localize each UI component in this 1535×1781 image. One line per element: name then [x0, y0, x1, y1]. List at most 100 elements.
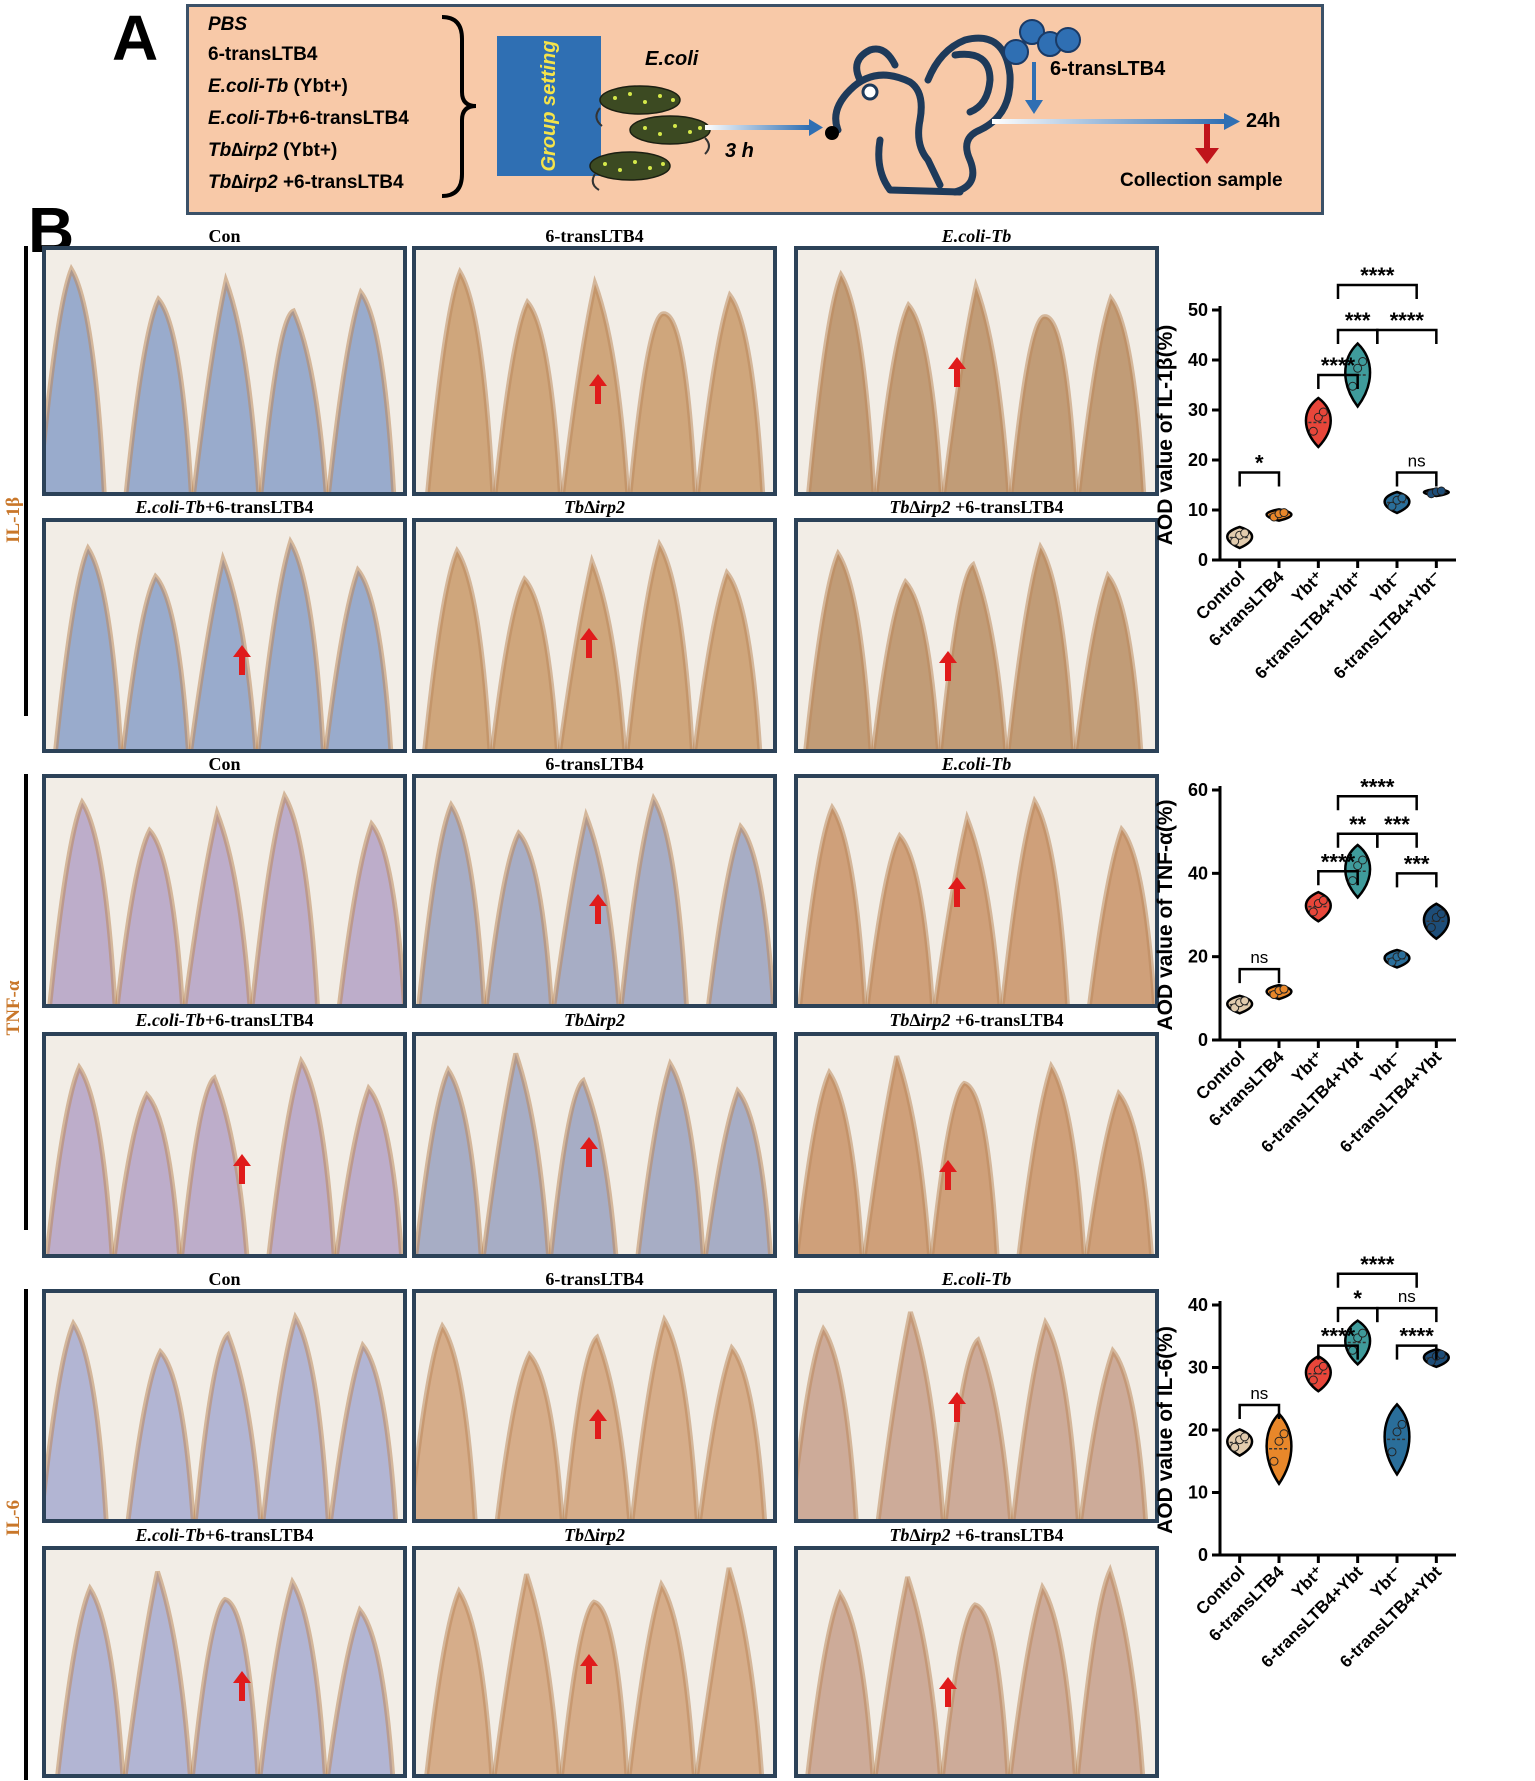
significance-label: ****	[1360, 1252, 1395, 1277]
micrograph-title: Tb∆irp2	[563, 1525, 626, 1545]
data-point	[1240, 1432, 1250, 1442]
significance-label: ****	[1321, 849, 1356, 874]
significance-label: *	[1255, 451, 1264, 476]
y-tick-label: 20	[1188, 450, 1208, 470]
stain-label: IL-1β	[3, 497, 24, 543]
mouse-icon	[825, 34, 1014, 196]
micrograph-image	[42, 774, 407, 1008]
significance-bracket	[1376, 328, 1438, 344]
micrograph-title: Tb∆irp2 +6-transLTB4	[889, 1010, 1064, 1030]
data-point	[1230, 536, 1240, 546]
stain-group-bar	[24, 774, 28, 1230]
data-point	[1269, 1456, 1279, 1466]
micrograph-title: Con	[208, 1269, 241, 1289]
data-point	[1387, 501, 1397, 511]
micrograph-title: 6-transLTB4	[545, 1269, 644, 1289]
y-tick-label: 50	[1188, 300, 1208, 320]
red-arrow-icon	[580, 1654, 598, 1684]
micrograph-title: Con	[208, 226, 241, 246]
y-tick-label: 30	[1188, 1358, 1208, 1378]
significance-label: ns	[1250, 1384, 1268, 1403]
group-setting-box: Group setting	[497, 36, 601, 176]
significance-label: ***	[1345, 308, 1371, 333]
data-point	[1436, 486, 1446, 496]
data-point	[1348, 876, 1358, 886]
collection-arrow-icon	[1195, 124, 1219, 164]
data-point	[1358, 1328, 1368, 1338]
experimental-design-box	[186, 4, 1324, 215]
micrograph-image	[42, 246, 407, 496]
significance-label: *	[1353, 1286, 1362, 1311]
stain-label: IL-6	[3, 1500, 24, 1536]
y-axis-label: AOD value of IL-6(%)	[1154, 1326, 1177, 1534]
data-point	[1358, 357, 1368, 366]
significance-bracket	[1317, 1344, 1359, 1360]
arrow-3h	[705, 119, 823, 136]
red-arrow-icon	[948, 357, 966, 387]
data-point	[1353, 363, 1363, 373]
micrograph-title: E.coli-Tb+6-transLTB4	[135, 497, 314, 517]
data-point	[1392, 1427, 1402, 1437]
data-point	[1358, 855, 1368, 865]
y-tick-label: 40	[1188, 1295, 1208, 1315]
y-tick-label: 0	[1198, 1545, 1208, 1565]
stain-group-bar	[24, 1289, 28, 1780]
micrograph-title: Con	[208, 754, 241, 774]
significance-bracket	[1376, 832, 1418, 848]
drug-down-arrow	[1025, 62, 1043, 114]
significance-bracket	[1395, 1344, 1438, 1360]
y-tick-label: 20	[1188, 1420, 1208, 1440]
data-point	[1308, 1375, 1318, 1385]
significance-label: ****	[1360, 774, 1395, 799]
micrograph-title: E.coli-Tb	[941, 226, 1012, 246]
significance-bracket	[1336, 283, 1418, 299]
y-tick-label: 30	[1188, 400, 1208, 420]
y-tick-label: 0	[1198, 1030, 1208, 1050]
micrograph-image	[42, 1546, 407, 1778]
data-point	[1240, 528, 1250, 538]
data-point	[1308, 426, 1318, 436]
micrograph-title: E.coli-Tb+6-transLTB4	[135, 1525, 314, 1545]
micrograph-image	[794, 1032, 1159, 1258]
timeline-arrow	[992, 113, 1240, 130]
data-point	[1318, 407, 1328, 417]
micrograph-image	[794, 1546, 1159, 1778]
group-item: Tb∆irp2 (Ybt+)	[208, 140, 338, 161]
y-axis-label: AOD value of TNF-α(%)	[1154, 799, 1177, 1030]
significance-bracket	[1317, 870, 1359, 886]
time-label: 3 h	[725, 140, 754, 162]
micrograph-title: 6-transLTB4	[545, 754, 644, 774]
significance-label: ****	[1321, 353, 1356, 378]
significance-label: **	[1349, 812, 1367, 837]
significance-bracket	[1336, 1272, 1418, 1288]
significance-bracket	[1317, 373, 1359, 389]
red-arrow-icon	[589, 374, 607, 404]
collection-label: Collection sample	[1120, 170, 1283, 191]
data-point	[1353, 861, 1363, 871]
data-point	[1318, 1361, 1328, 1371]
significance-label: ns	[1408, 452, 1426, 471]
micrograph-image	[412, 1289, 777, 1523]
y-tick-label: 20	[1188, 947, 1208, 967]
micrograph-title: E.coli-Tb	[941, 1269, 1012, 1289]
y-tick-label: 40	[1188, 863, 1208, 883]
significance-bracket	[1336, 795, 1418, 811]
data-point	[1279, 984, 1289, 994]
y-tick-label: 40	[1188, 350, 1208, 370]
significance-label: ****	[1390, 308, 1425, 333]
data-point	[1426, 923, 1436, 932]
data-point	[1308, 907, 1318, 917]
y-axis-label: AOD value of IL-1β(%)	[1154, 325, 1177, 546]
data-point	[1397, 950, 1407, 960]
micrograph-image	[794, 1289, 1159, 1523]
red-arrow-icon	[589, 894, 607, 924]
stain-label: TNF-α	[3, 980, 24, 1036]
group-item: PBS	[208, 14, 248, 35]
injection-dots-icon	[1003, 19, 1081, 65]
bacteria-cluster-icon	[589, 85, 711, 191]
group-item: 6-transLTB4	[208, 44, 318, 65]
